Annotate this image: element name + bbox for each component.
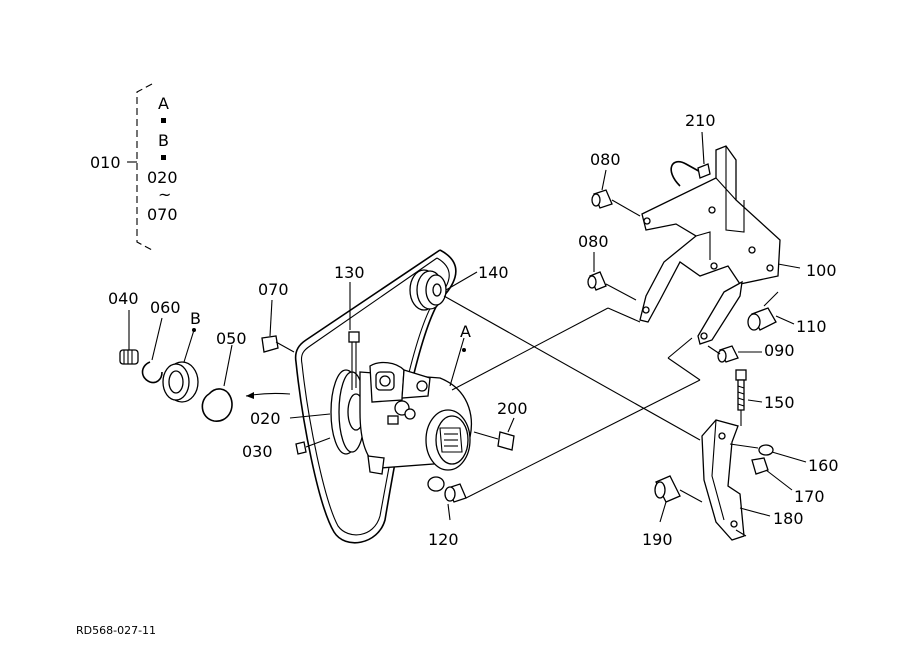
callout-100: 100: [806, 261, 837, 280]
leader-lines: [289, 282, 451, 521]
callout-ref-b: B: [190, 309, 201, 328]
callout-080-lower: 080: [578, 232, 609, 251]
part-160-washer: [729, 443, 807, 463]
callout-210: 210: [685, 111, 716, 130]
callout-030: 030: [242, 442, 273, 461]
callout-200: 200: [497, 399, 528, 418]
drawing-code: RD568-027-11: [76, 624, 156, 637]
bracket-180: [701, 419, 771, 541]
part-120-sleeve: [444, 483, 467, 503]
pulley-140: [409, 269, 478, 311]
part-150-bolt: [735, 369, 763, 426]
group-item-020: 020: [147, 168, 178, 187]
part-080-bolt-upper: [591, 169, 641, 217]
group-item-a: A: [158, 94, 169, 113]
callout-190: 190: [642, 530, 673, 549]
callout-170: 170: [794, 487, 825, 506]
callout-060: 060: [150, 298, 181, 317]
part-080-bolt-lower: [587, 252, 637, 301]
callout-labels: 040 060 B 050 070 130 140 A 020 030 200 …: [108, 111, 839, 549]
callout-120: 120: [428, 530, 459, 549]
part-170-nut: [751, 457, 793, 491]
part-200-fitting: [473, 417, 515, 451]
part-040-spring: [119, 310, 139, 365]
callout-070: 070: [258, 280, 289, 299]
part-030-bolt: [295, 437, 331, 455]
assembly-lines: [443, 295, 723, 499]
callout-110: 110: [796, 317, 827, 336]
clutch-parts: [119, 310, 291, 422]
group-bracket: 010 A B 020 ~ 070: [90, 83, 178, 251]
group-item-070: 070: [147, 205, 178, 224]
callout-140: 140: [478, 263, 509, 282]
part-b-bearing: [162, 328, 199, 403]
group-dot: [161, 155, 166, 160]
callout-040: 040: [108, 289, 139, 308]
callout-150: 150: [764, 393, 795, 412]
part-190-bolt: [654, 475, 703, 523]
callout-180: 180: [773, 509, 804, 528]
group-label: 010: [90, 153, 121, 172]
callout-080-upper: 080: [590, 150, 621, 169]
group-item-b: B: [158, 131, 169, 150]
callout-020: 020: [250, 409, 281, 428]
compressor-020: [330, 331, 472, 492]
callout-160: 160: [808, 456, 839, 475]
part-210-clip: [670, 131, 711, 187]
callout-130: 130: [334, 263, 365, 282]
part-060-snap-ring: [141, 317, 163, 384]
group-dot: [161, 118, 166, 123]
part-090-bolt: [707, 345, 762, 363]
part-070-bolt: [261, 299, 295, 353]
callout-ref-a: A: [460, 322, 471, 341]
part-050-snap-ring: [201, 344, 233, 422]
group-item-range: ~: [158, 185, 171, 204]
callout-090: 090: [764, 341, 795, 360]
callout-050: 050: [216, 329, 247, 348]
bracket-100: [639, 145, 801, 345]
part-110-nut: [747, 291, 795, 331]
